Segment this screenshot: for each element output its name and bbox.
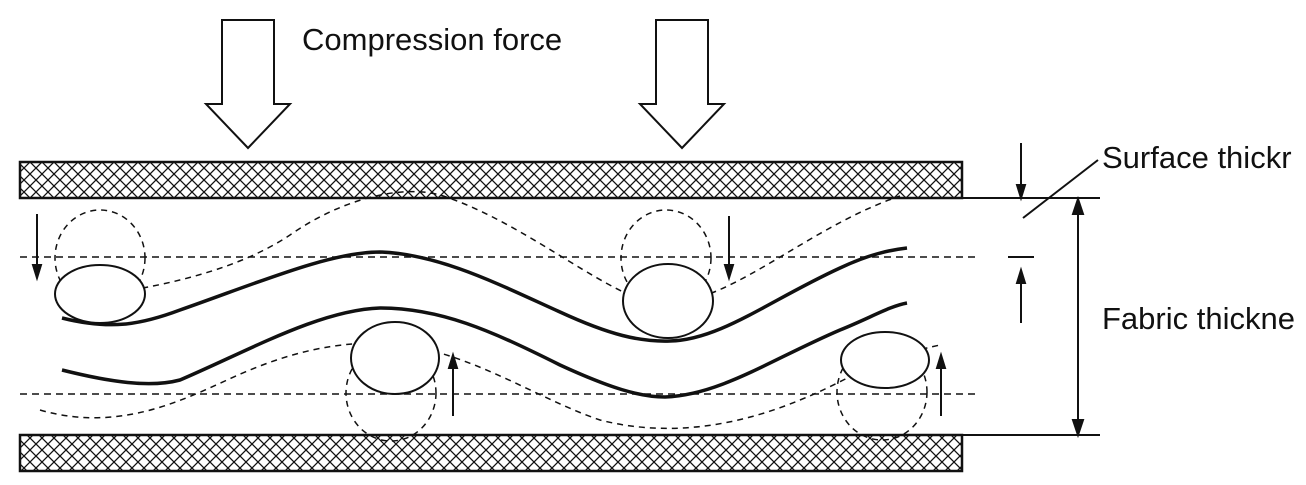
up-arrow-icon: [935, 351, 947, 416]
bottom-plate: [18, 433, 964, 473]
double-headed-arrow-icon: [1071, 195, 1085, 439]
compressed-fiber-ellipses: [54, 263, 930, 395]
down-arrow-icon: [723, 216, 735, 282]
upper-yarn-original: [54, 190, 901, 305]
surface-thickness-indicator: [1008, 143, 1099, 323]
top-plate: [18, 160, 964, 200]
original-fiber-circles: [54, 209, 928, 442]
fabric-thickness-label: Fabric thickne: [1102, 301, 1295, 336]
upper-yarn-compressed: [61, 246, 908, 343]
compression-arrow-left: [203, 19, 293, 150]
compression-arrow-right: [637, 19, 727, 150]
surface-thickness-label: Surface thickr: [1102, 140, 1292, 175]
down-arrow-icon: [31, 214, 43, 282]
compression-force-label: Compression force: [302, 22, 563, 57]
lower-yarn-compressed: [61, 301, 908, 399]
lower-yarn-original: [39, 342, 941, 430]
up-arrow-icon: [447, 351, 459, 416]
